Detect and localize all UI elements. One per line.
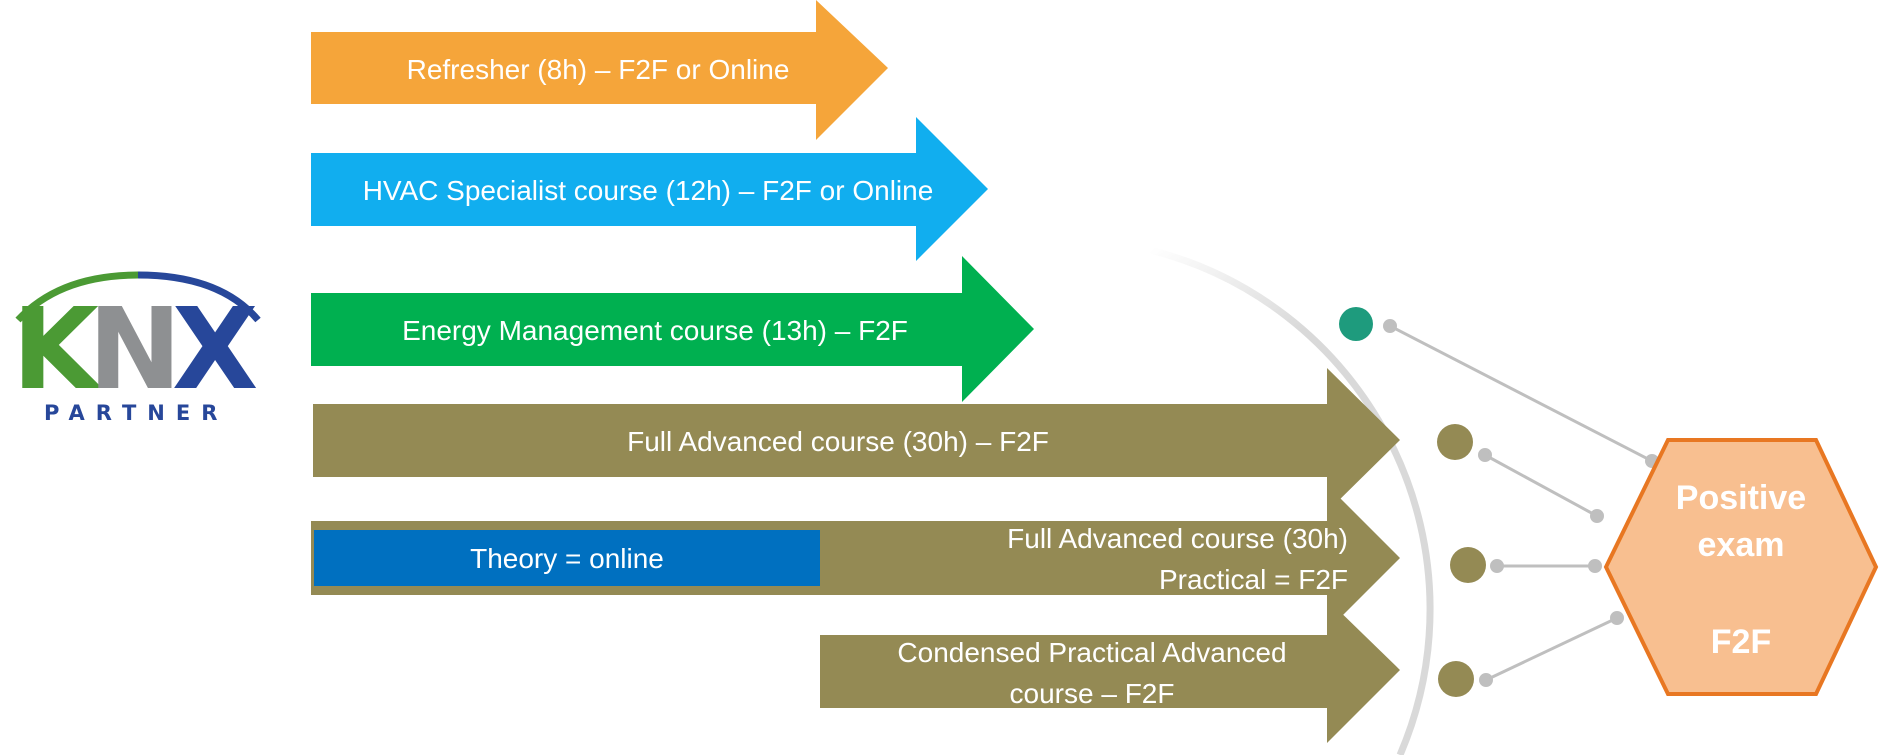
- logo-arc-blue: [137, 271, 261, 323]
- course-arrow-condensed-practical: Condensed Practical Advanced course – F2…: [820, 599, 1400, 743]
- logo-letter-x: X: [172, 285, 258, 415]
- arc-node-condensed-practical: [1438, 661, 1474, 697]
- connector-line-full-advanced: [1484, 453, 1598, 518]
- course-arrow-refresher: Refresher (8h) – F2F or Online: [311, 0, 888, 140]
- arrow-label: HVAC Specialist course (12h) – F2F or On…: [363, 175, 934, 206]
- arrow-label: Energy Management course (13h) – F2F: [402, 315, 908, 346]
- connector-end-dot: [1479, 673, 1493, 687]
- arrow-label-line2: course – F2F: [1010, 678, 1175, 709]
- arrow-shape: [311, 117, 988, 261]
- connector-end-dot: [1383, 319, 1397, 333]
- positive-exam-hexagon: Positive exam F2F: [1603, 438, 1879, 696]
- connector-line-energy: [1389, 324, 1653, 463]
- connector-end-dot: [1478, 448, 1492, 462]
- connector-lines: [1383, 319, 1659, 687]
- course-arrow-hvac: HVAC Specialist course (12h) – F2F or On…: [311, 117, 988, 261]
- hexagon-shape: [1603, 438, 1879, 696]
- knx-partner-logo: K N X PARTNER: [12, 271, 261, 425]
- logo-letter-k: K: [12, 285, 103, 415]
- connector-end-dot: [1590, 509, 1604, 523]
- logo-letter-n: N: [88, 285, 182, 415]
- course-arrow-blended-advanced: Theory = online Full Advanced course (30…: [311, 485, 1400, 631]
- logo-arc-green: [15, 271, 139, 323]
- arrow-shape: [820, 599, 1400, 743]
- arc-node-blended-advanced: [1450, 547, 1486, 583]
- theory-online-label: Theory = online: [470, 543, 664, 574]
- arrow-label: Refresher (8h) – F2F or Online: [407, 54, 790, 85]
- connector-end-dot: [1490, 559, 1504, 573]
- connector-end-dot: [1588, 559, 1602, 573]
- arrow-label: Full Advanced course (30h) – F2F: [627, 426, 1049, 457]
- arrow-shape: [311, 485, 1400, 631]
- hexagon-title-line2: exam: [1698, 526, 1785, 564]
- connector-end-dot: [1610, 611, 1624, 625]
- arc-node-full-advanced: [1437, 424, 1473, 460]
- arrow-shape: [311, 256, 1034, 402]
- hexagon-title-line1: Positive: [1676, 479, 1806, 517]
- arrow-shape: [311, 0, 888, 140]
- theory-online-box: [314, 530, 820, 586]
- arc-node-energy: [1339, 307, 1373, 341]
- arrow-label-line1: Full Advanced course (30h): [1007, 523, 1348, 554]
- course-arrow-energy: Energy Management course (13h) – F2F: [311, 256, 1034, 402]
- arrow-label-line1: Condensed Practical Advanced: [897, 637, 1286, 668]
- arrow-shape: [313, 368, 1400, 512]
- logo-subtitle: PARTNER: [44, 401, 228, 425]
- course-arrow-full-advanced: Full Advanced course (30h) – F2F: [313, 368, 1400, 512]
- hexagon-mode: F2F: [1711, 623, 1771, 661]
- connector-line-condensed-practical: [1485, 616, 1618, 682]
- arrow-label-line2: Practical = F2F: [1159, 564, 1348, 595]
